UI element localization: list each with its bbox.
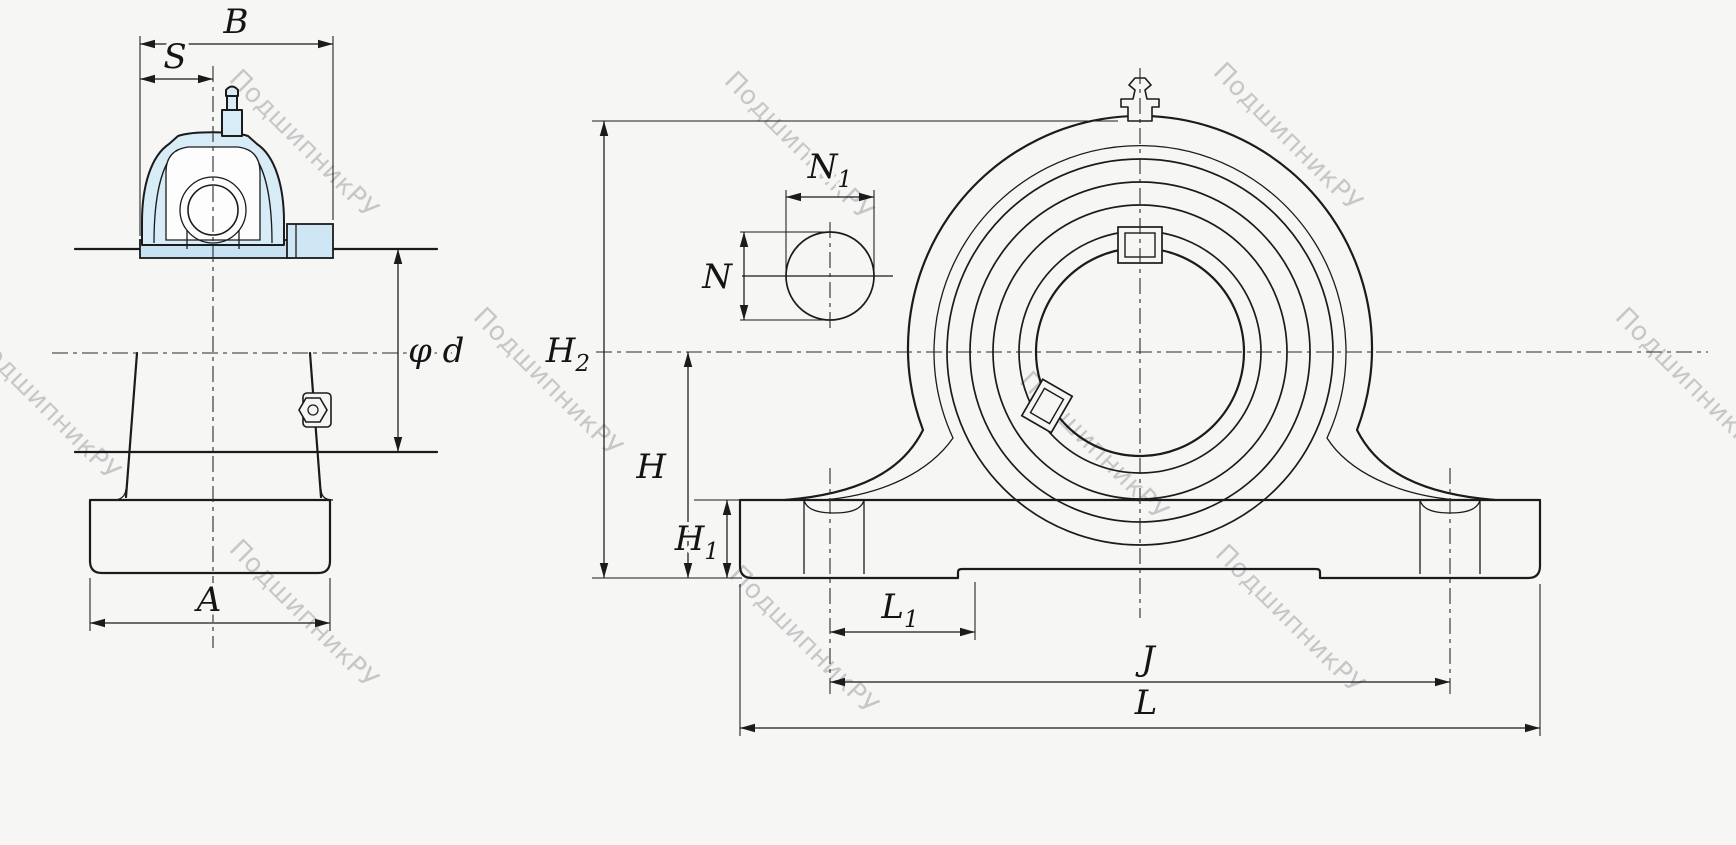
grease-nipple-base — [221, 109, 243, 137]
front-view: H2 H H1 N N1 L1 — [541, 68, 1708, 736]
grease-nipple-stem — [226, 95, 238, 111]
side-view-base — [88, 498, 332, 575]
dim-label-N1: N1 — [807, 147, 852, 193]
dim-label-phi-d: φ d — [408, 331, 464, 371]
side-view: B S φ d A — [52, 0, 468, 648]
dim-H2: H2 — [541, 120, 1118, 579]
watermark-text: ПодшипникРУ — [723, 560, 884, 721]
set-screw-lower — [1020, 378, 1074, 434]
dim-label-H2: H2 — [545, 331, 590, 377]
set-screw-lower-body — [1020, 378, 1074, 434]
arch-inner-contour — [822, 144, 1458, 501]
side-view-centerlines — [52, 66, 452, 648]
dim-H: H — [632, 352, 693, 578]
watermark-text: ПодшипникРУ — [1609, 302, 1736, 463]
dim-L1: L1 — [830, 582, 976, 640]
dim-label-J: J — [1135, 639, 1157, 679]
front-view-bolt-hole-detail — [742, 222, 893, 332]
dim-A: A — [89, 577, 331, 631]
dim-N1: N1 — [785, 144, 875, 272]
bolt-slot-recess — [803, 499, 865, 514]
dim-H1: H1 — [670, 499, 740, 578]
dim-L: L — [739, 584, 1541, 736]
hex-bolt-head — [298, 397, 328, 423]
watermark-text: ПодшипникРУ — [1207, 57, 1368, 218]
locking-collar — [286, 223, 334, 259]
front-view-base — [738, 498, 1542, 580]
watermark-text: ПодшипникРУ — [223, 534, 384, 695]
dim-label-A: A — [194, 580, 222, 620]
body-fillet — [112, 488, 127, 501]
side-view-housing-body — [112, 351, 334, 501]
dim-label-L1: L1 — [880, 587, 918, 633]
side-view-bearing-unit — [139, 85, 334, 259]
watermark-text: ПодшипникРУ — [718, 66, 879, 227]
body-left-edge — [124, 351, 139, 499]
dim-label-B: B — [223, 2, 249, 42]
side-view-shaft — [73, 247, 439, 454]
set-screw-lower-socket — [1029, 387, 1065, 425]
base-outline — [738, 498, 1542, 580]
dim-label-H: H — [635, 447, 667, 487]
dim-N: N — [698, 231, 830, 321]
dim-label-H1: H1 — [674, 519, 719, 565]
dim-label-N: N — [701, 257, 733, 297]
hex-bolt-center — [307, 404, 319, 416]
dim-B: B — [139, 0, 334, 236]
grease-nipple-tip — [225, 85, 239, 97]
dim-S: S — [140, 34, 213, 84]
base-outline — [88, 498, 332, 575]
front-view-centerlines — [596, 68, 1708, 694]
watermark-text: ПодшипникРУ — [1209, 539, 1370, 700]
dim-label-L: L — [1134, 683, 1158, 723]
dim-phi-d: φ d — [393, 249, 468, 452]
dim-label-S: S — [163, 37, 186, 77]
watermark-text: ПодшипникРУ — [0, 326, 126, 487]
body-fillet — [320, 488, 334, 501]
